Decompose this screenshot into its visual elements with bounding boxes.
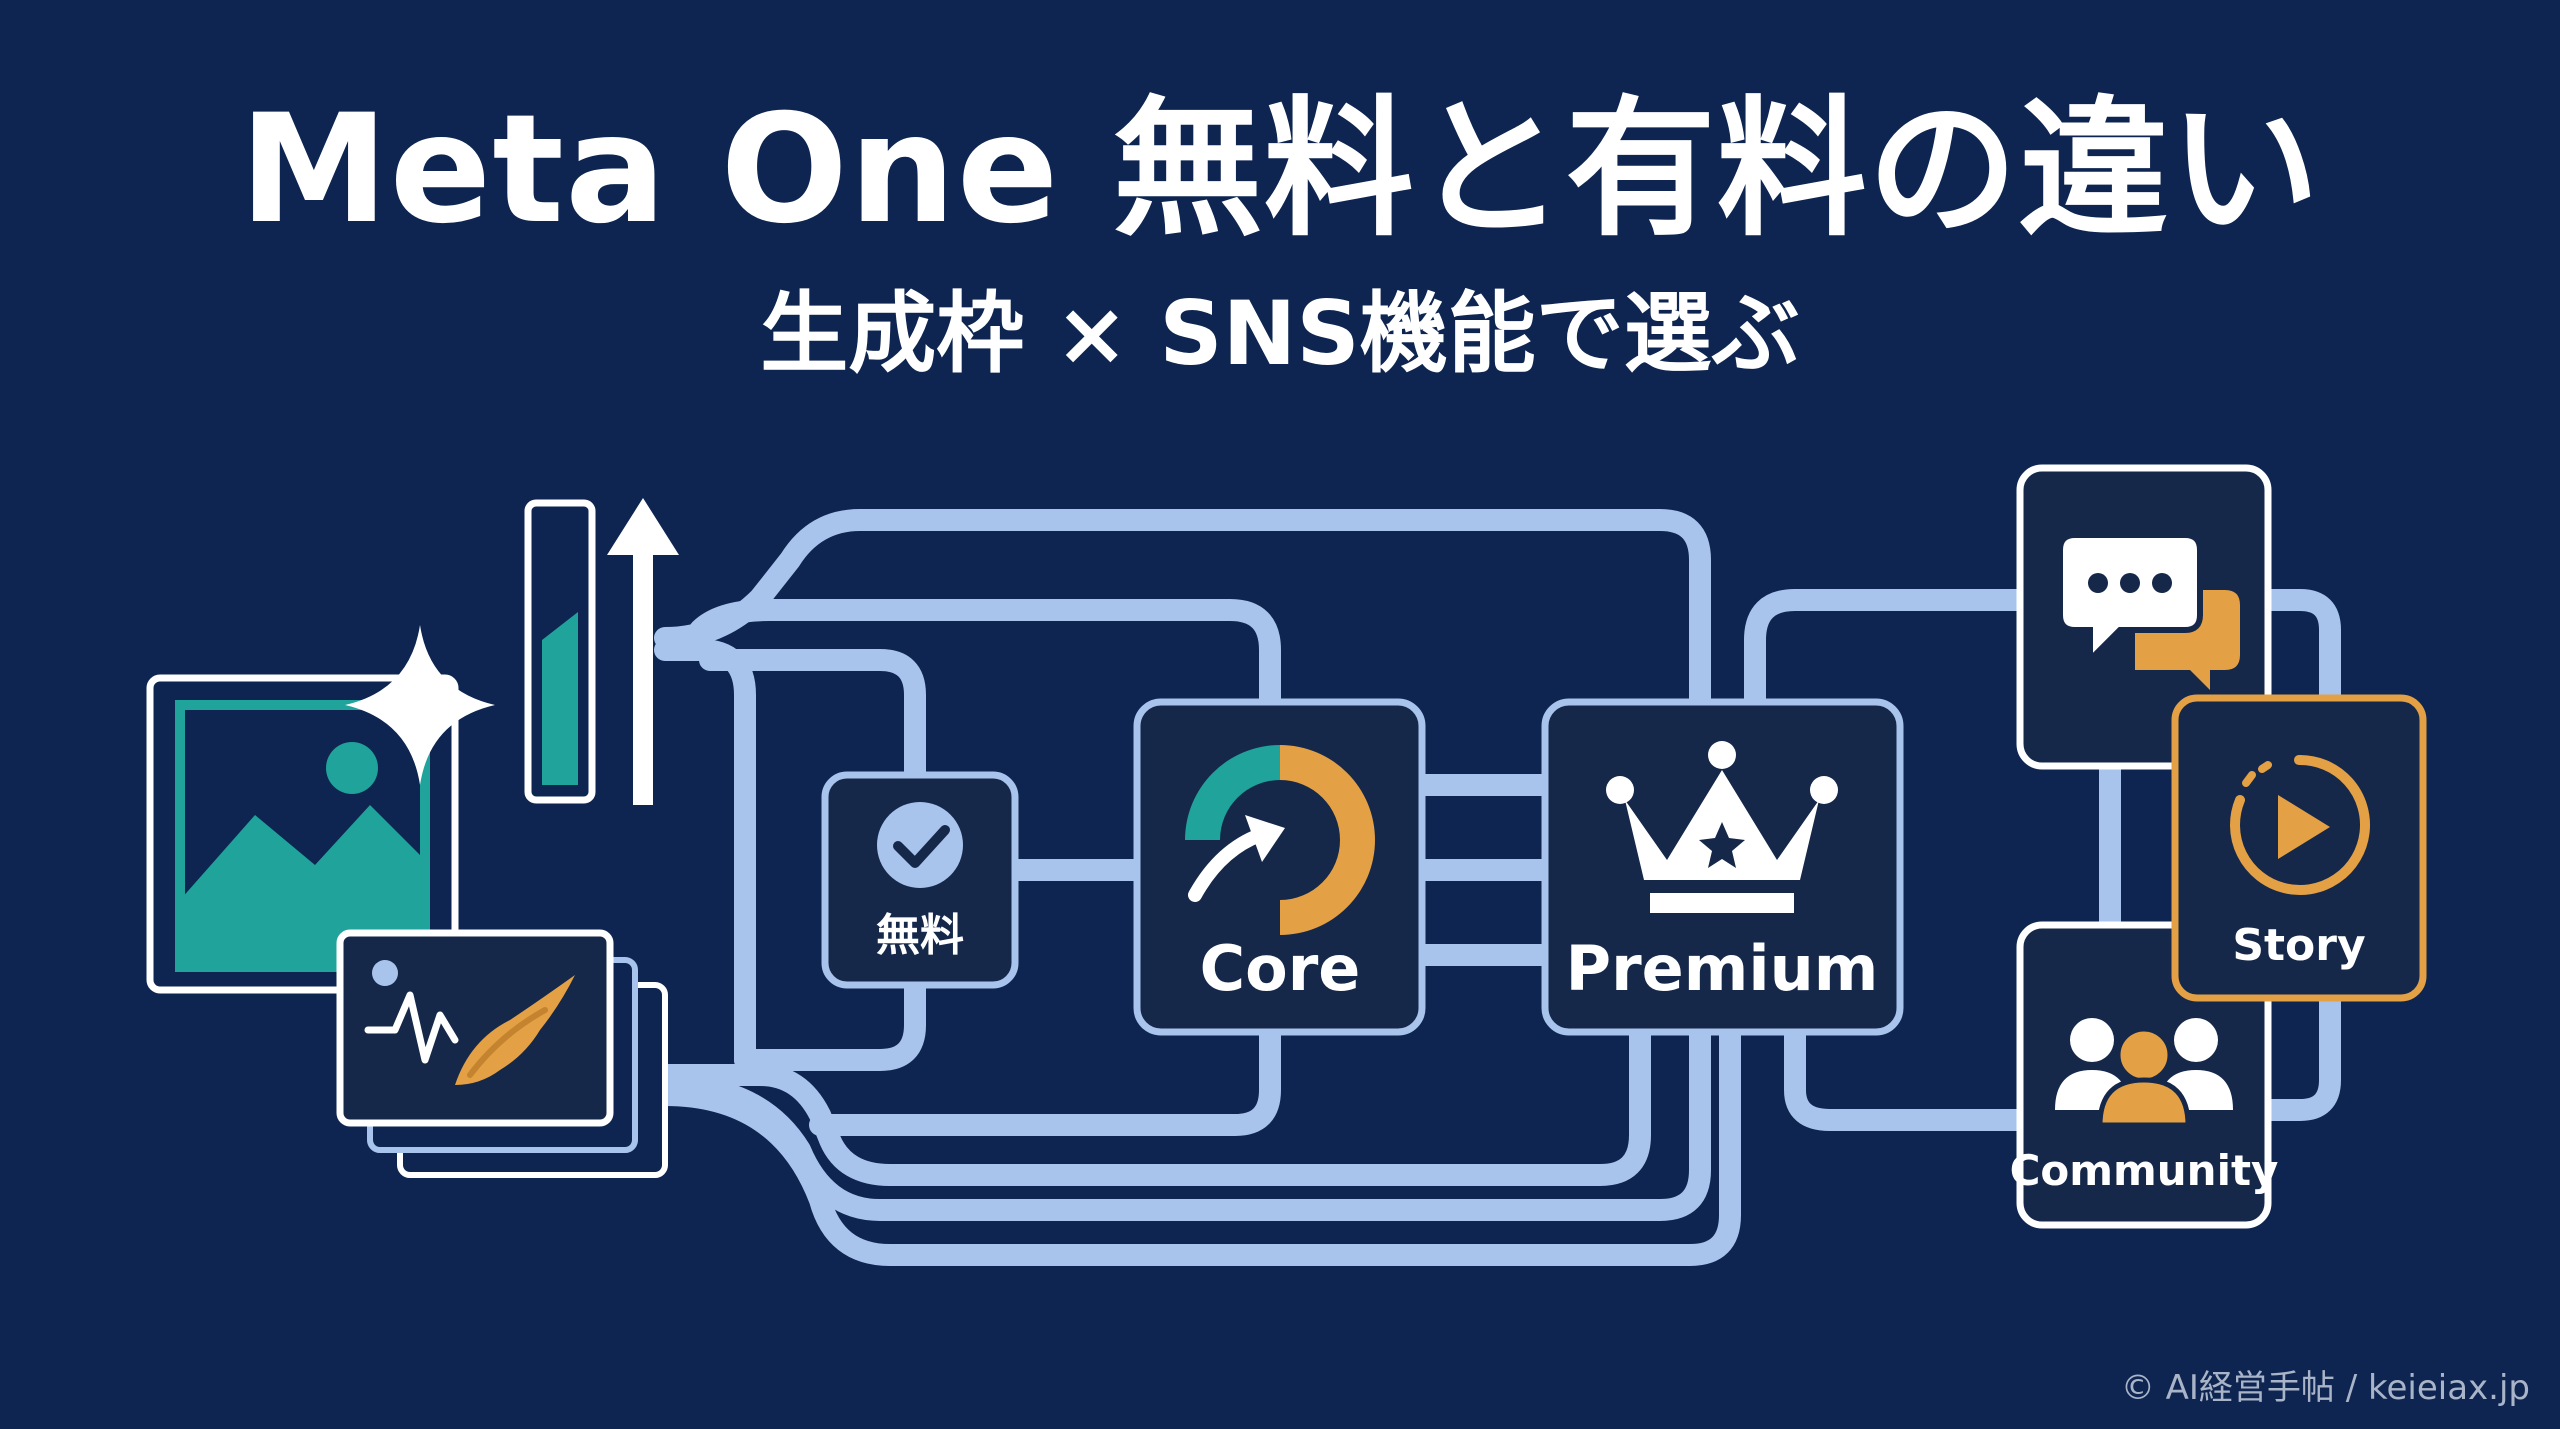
- free-plan-label: 無料: [876, 910, 964, 961]
- connector-free-top: [699, 649, 926, 791]
- credit-text: © AI経営手帖 / keieiax.jp: [2120, 1368, 2530, 1408]
- usage-bar-icon: [524, 499, 596, 804]
- page-subtitle: 生成枠 × SNS機能で選ぶ: [760, 282, 1800, 385]
- chat-icon: [2057, 532, 2240, 690]
- story-box: Story: [2171, 694, 2427, 1002]
- people-icon: [2055, 1018, 2233, 1128]
- community-label: Community: [2010, 1146, 2279, 1195]
- connector-left-lower: [654, 1019, 1651, 1186]
- premium-plan-box: Premium: [1541, 698, 1904, 1036]
- free-plan-box: 無料: [821, 771, 1019, 989]
- image-card: [146, 674, 459, 994]
- connectors: [654, 509, 2341, 1266]
- chat-box: [2016, 464, 2272, 770]
- connector-left-core-top: [689, 599, 1281, 726]
- check-icon: [877, 802, 963, 888]
- connector-left-upper-inner: [654, 639, 756, 861]
- core-plan-box: Core: [1133, 698, 1426, 1036]
- play-icon: [2230, 754, 2370, 895]
- premium-plan-label: Premium: [1566, 932, 1879, 1005]
- connector-left-lower-3: [654, 1019, 1741, 1266]
- connector-premium-community: [1784, 1019, 2031, 1131]
- edit-image-icon: [364, 960, 575, 1085]
- edit-image-card: [336, 929, 668, 1178]
- up-arrow-icon: [607, 498, 679, 805]
- image-icon: [175, 700, 430, 972]
- connector-free-bottom: [734, 969, 926, 1071]
- page-title: Meta One 無料と有料の違い: [239, 83, 2321, 257]
- sparkle-icon: [345, 625, 495, 785]
- core-ring-icon: [1185, 745, 1375, 935]
- story-label: Story: [2232, 920, 2365, 971]
- connector-core-loop: [809, 1019, 1281, 1136]
- crown-icon: [1606, 741, 1838, 913]
- core-plan-label: Core: [1200, 932, 1361, 1005]
- connector-premium-chat: [1744, 589, 2031, 726]
